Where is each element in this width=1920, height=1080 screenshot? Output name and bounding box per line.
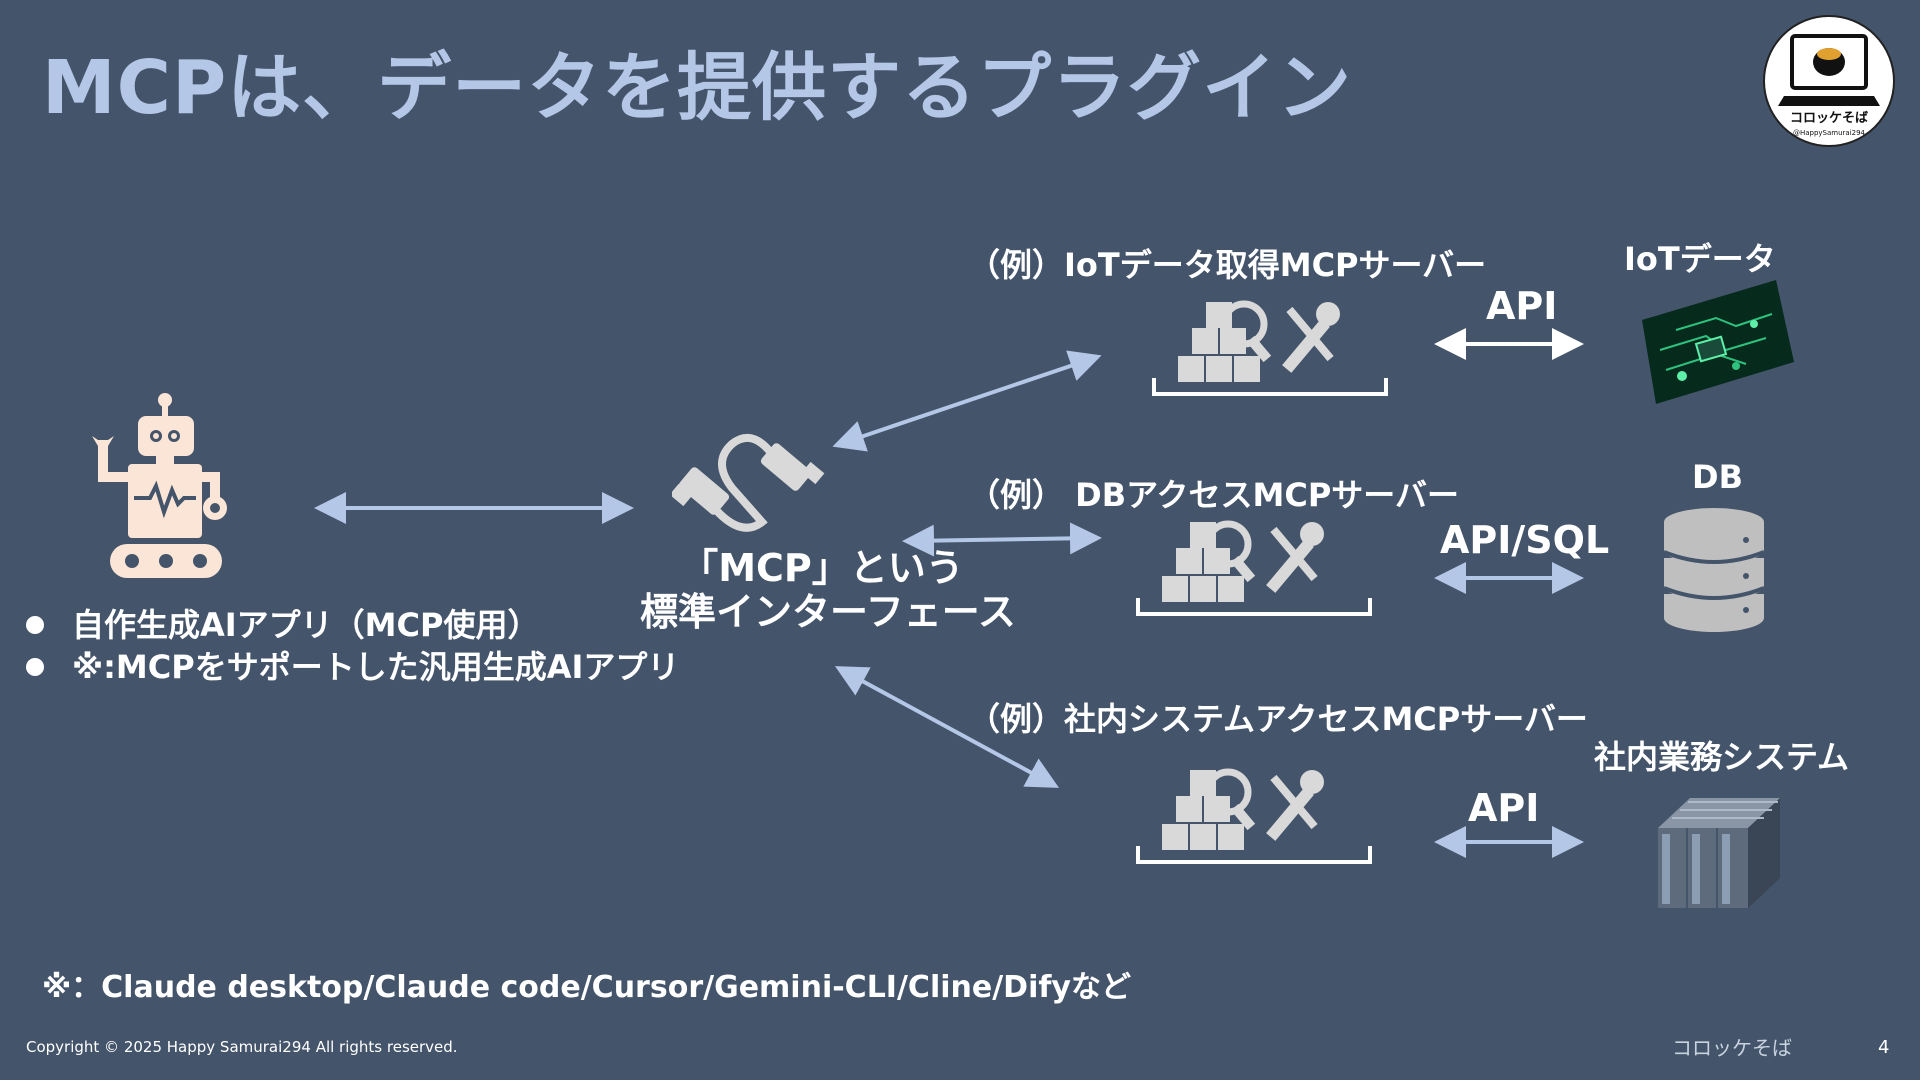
bullet-dot [26, 658, 44, 676]
server-tools-icon [1134, 764, 1374, 872]
circuit-board-image [1636, 280, 1796, 404]
footnote: ※：Claude desktop/Claude code/Cursor/Gemi… [42, 970, 1131, 1005]
server-label-internal: （例）社内システムアクセスMCPサーバー [968, 700, 1588, 738]
target-label-internal: 社内業務システム [1594, 738, 1850, 776]
bullet-text: ※:MCPをサポートした汎用生成AIアプリ [72, 648, 680, 686]
database-icon [1660, 506, 1768, 632]
page-number: 4 [1878, 1037, 1890, 1058]
server-label-iot: （例）IoTデータ取得MCPサーバー [968, 246, 1487, 284]
list-item: 自作生成AIアプリ（MCP使用） [22, 604, 679, 646]
brand-footer: コロッケそば [1672, 1036, 1792, 1060]
server-tools-icon [1150, 296, 1390, 404]
api-label-db: API/SQL [1440, 518, 1610, 562]
mcp-caption-line2: 標準インターフェース [640, 590, 1016, 634]
usb-cable-icon [669, 418, 832, 546]
api-label-internal: API [1468, 786, 1540, 830]
bullet-list: 自作生成AIアプリ（MCP使用） ※:MCPをサポートした汎用生成AIアプリ [22, 604, 679, 688]
arrow-mcp-db [902, 522, 1102, 557]
mcp-caption-line1: 「MCP」という [680, 546, 964, 590]
copyright: Copyright © 2025 Happy Samurai294 All ri… [26, 1038, 458, 1056]
slide-title: MCPは、データを提供するプラグイン [42, 45, 1353, 131]
server-tools-icon [1134, 516, 1374, 624]
arrow-mcp-internal [834, 666, 1060, 788]
bullet-text: 自作生成AIアプリ（MCP使用） [72, 606, 540, 644]
arrow-mcp-iot [832, 350, 1102, 452]
logo-icon: コロッケそば @HappySamurai294 [1762, 14, 1896, 148]
list-item: ※:MCPをサポートした汎用生成AIアプリ [22, 646, 679, 688]
robot-icon [88, 390, 238, 580]
logo-subtext: @HappySamurai294 [1793, 129, 1866, 137]
target-label-iot: IoTデータ [1624, 240, 1776, 278]
server-rack-image [1654, 784, 1784, 910]
api-label-iot: API [1486, 284, 1558, 328]
bullet-dot [26, 616, 44, 634]
mcp-caption: 「MCP」という 標準インターフェース [640, 546, 1016, 634]
server-label-db: （例） DBアクセスMCPサーバー [968, 476, 1459, 514]
target-label-db: DB [1692, 458, 1743, 496]
logo-text: コロッケそば [1790, 111, 1868, 126]
